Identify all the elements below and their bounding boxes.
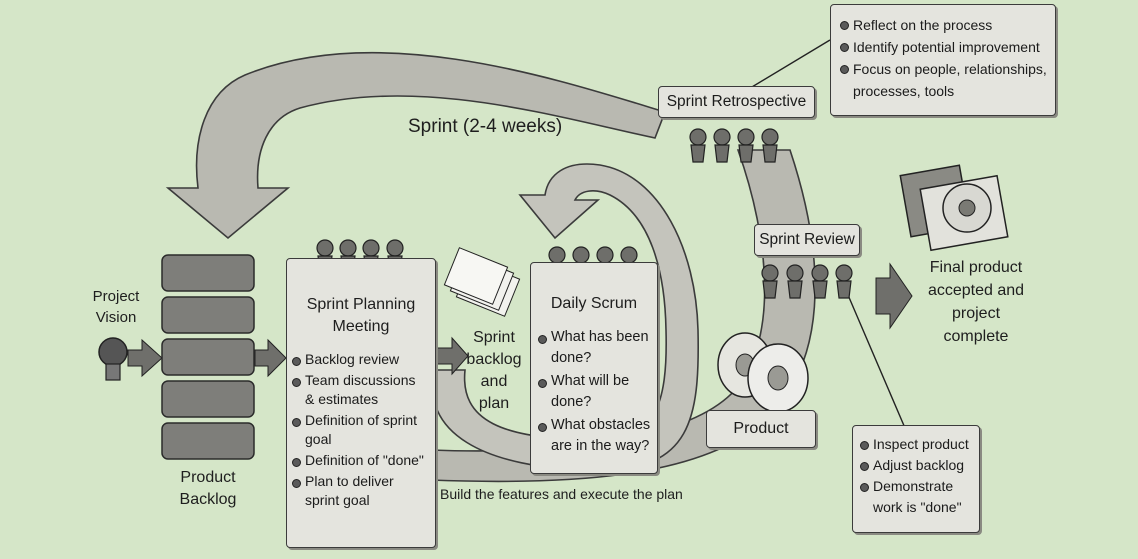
daily-scrum-item: What obstacles are in the way? bbox=[537, 415, 657, 457]
retrospective-list: Reflect on the process Identify potentia… bbox=[839, 14, 1055, 102]
people-icon-group-retrospective bbox=[689, 128, 779, 163]
product-label: Product bbox=[733, 420, 789, 437]
daily-scrum-item: What has been done? bbox=[537, 327, 657, 369]
daily-scrum-title: Daily Scrum bbox=[550, 295, 638, 312]
lightbulb-icon bbox=[98, 337, 128, 381]
backlog-block bbox=[161, 422, 255, 460]
people-icon-group-review bbox=[761, 264, 853, 299]
sprint-planning-item: Plan to deliver sprint goal bbox=[291, 472, 435, 510]
final-product-cases-icon bbox=[899, 164, 1009, 252]
review-item: Inspect product bbox=[859, 434, 979, 455]
backlog-block bbox=[161, 380, 255, 418]
product-backlog-stack bbox=[161, 254, 255, 460]
product-box: Product bbox=[706, 410, 816, 448]
vision-to-backlog-arrow bbox=[127, 338, 163, 378]
sprint-retrospective-label: Sprint Retrospective bbox=[666, 93, 807, 110]
retrospective-item: Reflect on the process bbox=[839, 14, 1055, 36]
final-product-label: Final product accepted and project compl… bbox=[927, 259, 1025, 345]
sprint-planning-item: Backlog review bbox=[291, 350, 435, 369]
review-list: Inspect product Adjust backlog Demonstra… bbox=[859, 434, 979, 518]
backlog-block bbox=[161, 296, 255, 334]
retrospective-item: Identify potential improvement bbox=[839, 36, 1055, 58]
sprint-planning-list: Backlog review Team discussions & estima… bbox=[291, 350, 435, 510]
sprint-duration-label: Sprint (2-4 weeks) bbox=[408, 116, 563, 137]
backlog-block bbox=[161, 338, 255, 376]
review-callout-box: Inspect product Adjust backlog Demonstra… bbox=[852, 425, 980, 533]
project-vision-label: Project Vision bbox=[92, 288, 140, 326]
retrospective-item: Focus on people, relationships, processe… bbox=[839, 58, 1055, 102]
daily-scrum-list: What has been done? What will be done? W… bbox=[537, 327, 657, 457]
sprint-planning-title: Sprint Planning Meeting bbox=[306, 296, 416, 335]
backlog-block bbox=[161, 254, 255, 292]
sprint-backlog-papers-icon bbox=[443, 247, 521, 317]
product-discs-icon bbox=[717, 332, 809, 413]
daily-scrum-box: Daily Scrum What has been done? What wil… bbox=[530, 262, 658, 474]
sprint-return-arrow bbox=[165, 51, 667, 240]
daily-scrum-item: What will be done? bbox=[537, 371, 657, 413]
sprint-review-label: Sprint Review bbox=[759, 231, 855, 248]
sprint-review-box: Sprint Review bbox=[754, 224, 860, 256]
review-item: Demonstrate work is "done" bbox=[859, 476, 979, 518]
planning-to-backlog-arrow bbox=[435, 336, 469, 376]
sprint-planning-item: Definition of "done" bbox=[291, 451, 435, 470]
sprint-planning-item: Team discussions & estimates bbox=[291, 371, 435, 409]
sprint-backlog-label: Sprint backlog and plan bbox=[466, 329, 522, 412]
to-final-product-arrow bbox=[875, 262, 913, 330]
sprint-retrospective-box: Sprint Retrospective bbox=[658, 86, 815, 118]
sprint-planning-item: Definition of sprint goal bbox=[291, 411, 435, 449]
backlog-to-planning-arrow bbox=[254, 338, 287, 378]
review-callout-line bbox=[847, 294, 906, 429]
retrospective-callout-box: Reflect on the process Identify potentia… bbox=[830, 4, 1056, 116]
review-item: Adjust backlog bbox=[859, 455, 979, 476]
build-features-label: Build the features and execute the plan bbox=[440, 486, 683, 502]
sprint-planning-box: Sprint Planning Meeting Backlog review T… bbox=[286, 258, 436, 548]
product-backlog-label: Product Backlog bbox=[179, 469, 237, 508]
